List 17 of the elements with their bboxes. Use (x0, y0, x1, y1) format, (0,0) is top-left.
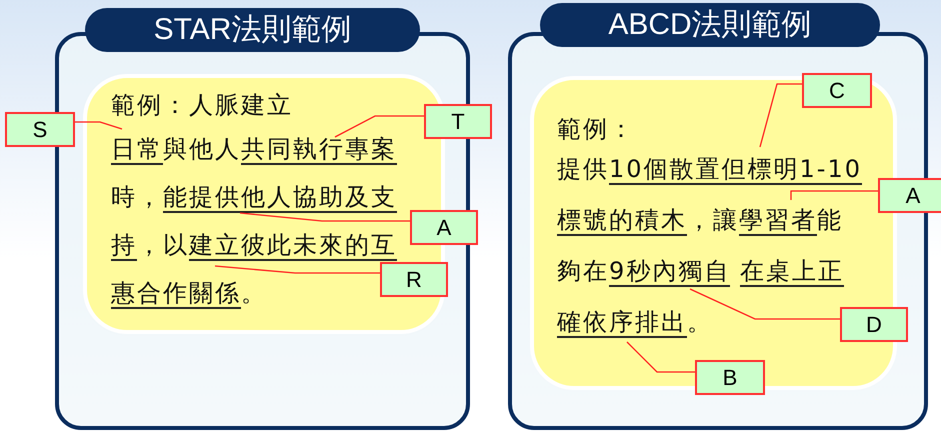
callout-box: A (410, 210, 478, 245)
title-tab: STAR法則範例 (85, 8, 420, 52)
example-card (530, 76, 897, 390)
leader-line (790, 190, 878, 200)
leader-line (759, 83, 802, 148)
callout-box: S (5, 112, 75, 147)
leader-line (240, 212, 410, 222)
title-tab: ABCD法則範例 (540, 3, 880, 47)
leader-line (690, 288, 840, 320)
leader-line (626, 342, 695, 373)
leader-line (214, 265, 380, 274)
heading-text: 範例：人脈建立 (111, 90, 293, 121)
callout-box: T (424, 104, 492, 139)
leader-line (75, 121, 122, 130)
heading-text: 範例： (557, 114, 635, 145)
leader-line (334, 115, 424, 138)
callout-box: A (878, 178, 941, 213)
